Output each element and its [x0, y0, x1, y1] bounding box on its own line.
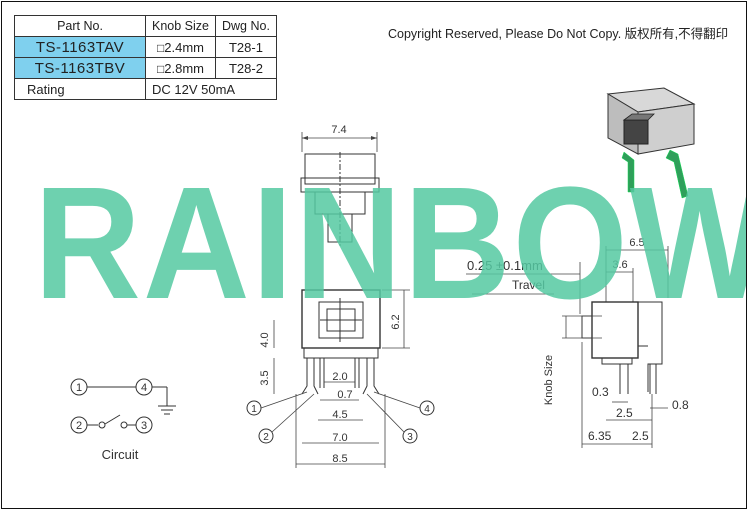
- switch-3d-illustration: [606, 87, 696, 199]
- dim-side-6-35: 6.35: [588, 429, 612, 443]
- dim-side-0-8: 0.8: [672, 398, 689, 412]
- dim-width-0-7: 0.7: [337, 389, 352, 401]
- spec-table: Part No. Knob Size Dwg No. TS-1163TAV □2…: [14, 15, 277, 100]
- table-row: TS-1163TAV □2.4mm T28-1: [14, 36, 277, 58]
- knob-size-value: 2.8mm: [164, 60, 204, 76]
- knob-size-value: 2.4mm: [164, 39, 204, 55]
- knob-size-cell: □2.8mm: [145, 57, 216, 79]
- rating-value: DC 12V 50mA: [145, 78, 277, 100]
- dim-side-3-6: 3.6: [612, 259, 627, 271]
- square-icon: □: [157, 61, 165, 76]
- circuit-pin-4: 4: [141, 382, 147, 394]
- copyright-notice: Copyright Reserved, Please Do Not Copy. …: [388, 27, 729, 41]
- rating-row: Rating DC 12V 50mA: [14, 78, 277, 100]
- pin-label-1: 1: [251, 404, 257, 415]
- dim-height-6-2: 6.2: [390, 314, 402, 329]
- pin-label-3: 3: [407, 432, 413, 443]
- dim-side-6-5: 6.5: [629, 237, 644, 249]
- dim-width-7-0: 7.0: [332, 432, 347, 444]
- circuit-pin-1: 1: [76, 382, 82, 394]
- dim-top-width: 7.4: [331, 124, 346, 136]
- pin-label-2: 2: [263, 432, 269, 443]
- dim-side-2-5-a: 2.5: [616, 406, 633, 420]
- table-row: TS-1163TBV □2.8mm T28-2: [14, 57, 277, 79]
- knob-size-label: Knob Size: [543, 355, 555, 405]
- part-number: TS-1163TBV: [14, 57, 146, 79]
- dim-side-0-3: 0.3: [592, 385, 609, 399]
- dim-width-4-5: 4.5: [332, 409, 347, 421]
- circuit-pin-3: 3: [141, 420, 147, 432]
- front-view-bottom: 4.0 6.2 3.5 2.0 0.7 4.5 7.0 8.5 1: [246, 289, 435, 468]
- rating-label: Rating: [14, 78, 146, 100]
- dim-height-4-0: 4.0: [259, 332, 271, 347]
- square-icon: □: [157, 40, 165, 55]
- circuit-diagram: 1 4 2 3 Circuit: [70, 378, 176, 462]
- circuit-label: Circuit: [102, 447, 139, 462]
- dim-width-2-0: 2.0: [332, 371, 347, 383]
- dim-side-2-5-b: 2.5: [632, 429, 649, 443]
- front-view-top: 7.4: [300, 124, 380, 248]
- side-view: 6.5 3.6 0.25 ±0.1mm Travel Knob Size 0.3…: [466, 237, 689, 448]
- pin-label-4: 4: [424, 404, 430, 415]
- dim-height-3-5: 3.5: [259, 370, 271, 385]
- travel-label: Travel: [512, 278, 545, 292]
- dwg-number: T28-2: [214, 57, 277, 79]
- circuit-pin-2: 2: [76, 420, 82, 432]
- dim-width-8-5: 8.5: [332, 453, 347, 465]
- travel-value: 0.25 ±0.1mm: [467, 258, 543, 273]
